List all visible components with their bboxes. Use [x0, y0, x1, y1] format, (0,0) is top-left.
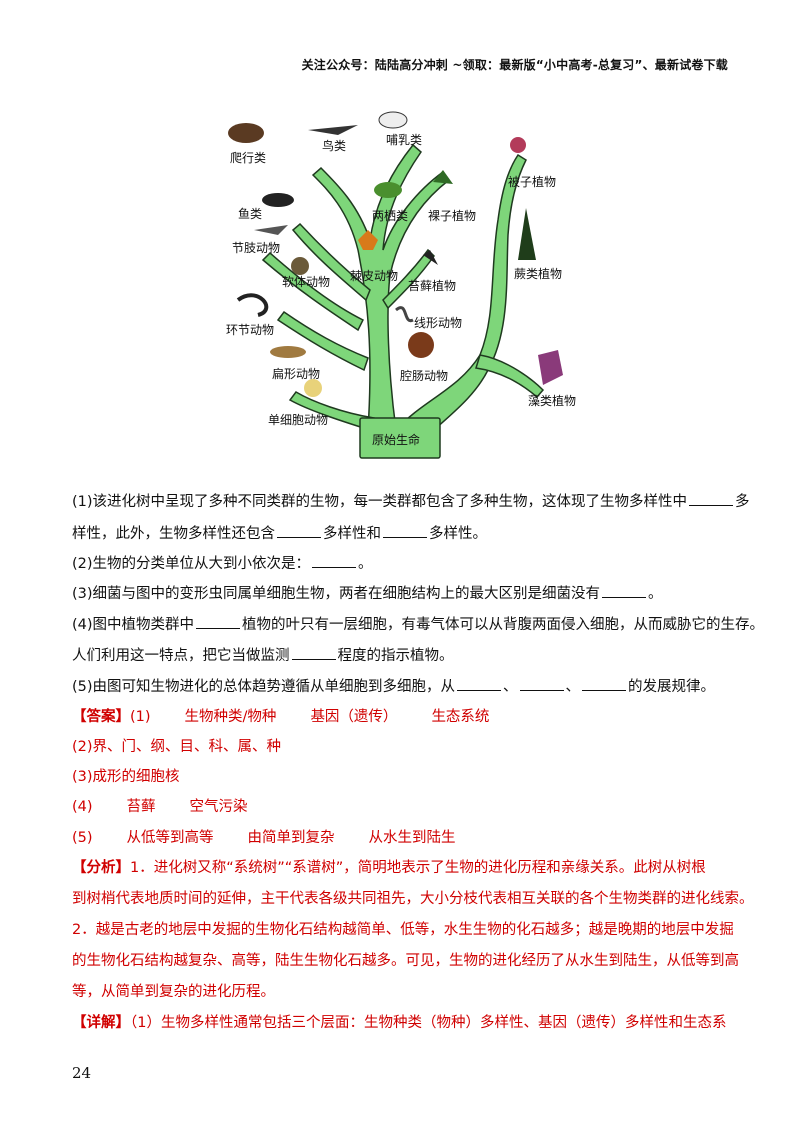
analysis-line-5: 等，从简单到复杂的进化历程。 [72, 984, 275, 1000]
label-echinoderm: 棘皮动物 [350, 269, 398, 283]
question-4-line-2: 人们利用这一特点，把它当做监测 程度的指示植物。 [72, 646, 454, 666]
question-1-line-1: (1)该进化树中呈现了多种不同类群的生物，每一类群都包含了多种生物，这体现了生物… [72, 492, 750, 512]
blank-3 [602, 584, 647, 598]
label-coelenterate: 腔肠动物 [400, 368, 448, 383]
evolution-tree-figure: 爬行类 鸟类 哺乳类 被子植物 鱼类 两栖类 裸子植物 节肢动物 棘皮动物 蕨类… [218, 100, 588, 462]
analysis-line-3: 2．越是古老的地层中发掘的生物化石结构越简单、低等，水生生物的化石越多；越是晚期… [72, 922, 734, 938]
answer-tag: 【答案】 [72, 709, 130, 725]
label-reptile: 爬行类 [230, 151, 266, 165]
blank-1b [277, 524, 321, 538]
answer-5-item-3: 从水生到陆生 [368, 830, 456, 846]
analysis-tag: 【分析】 [72, 860, 130, 876]
question-4-text-d: 程度的指示植物。 [337, 648, 454, 664]
question-5-sep-2: 、 [565, 679, 581, 695]
blank-4a [196, 615, 241, 629]
label-angiosperm: 被子植物 [508, 174, 556, 189]
blank-1c [383, 524, 427, 538]
label-annelid: 环节动物 [226, 323, 274, 337]
answer-4-num: (4) [72, 799, 93, 815]
blank-5b [519, 677, 564, 691]
answer-1-num: (1) [130, 709, 151, 725]
answer-5: (5) 从低等到高等 由简单到复杂 从水生到陆生 [72, 828, 456, 848]
detail-tag: 【详解】 [72, 1015, 130, 1031]
answer-1-item-3: 生态系统 [431, 709, 490, 725]
label-amphibian: 两栖类 [372, 208, 408, 223]
page-number: 24 [72, 1064, 92, 1082]
blank-2 [312, 554, 357, 568]
answer-1-item-1: 生物种类/物种 [184, 709, 277, 725]
label-mammal: 哺乳类 [386, 133, 422, 147]
question-1-text-c: 样性，此外，生物多样性还包含 [72, 526, 275, 542]
analysis-text-1: 1．进化树又称“系统树”“系谱树”，简明地表示了生物的进化历程和亲缘关系。此树从… [130, 860, 706, 876]
blank-1a [689, 492, 734, 506]
label-algae: 藻类植物 [528, 393, 576, 408]
label-fern: 蕨类植物 [514, 266, 562, 281]
question-3-end: 。 [648, 586, 663, 602]
question-5-sep-1: 、 [503, 679, 518, 695]
question-4-text-b: 植物的叶只有一层细胞，有毒气体可以从背腹两面侵入细胞，从而威胁它的生存。 [242, 617, 765, 633]
question-2-end: 。 [358, 556, 373, 572]
question-3: (3)细菌与图中的变形虫同属单细胞生物，两者在细胞结构上的最大区别是细菌没有 。 [72, 584, 663, 604]
analysis-line-1: 【分析】1．进化树又称“系统树”“系谱树”，简明地表示了生物的进化历程和亲缘关系… [72, 858, 706, 878]
label-mollusk: 软体动物 [282, 275, 330, 289]
label-protozoa: 单细胞动物 [268, 413, 328, 427]
question-4-line-1: (4)图中植物类群中 植物的叶只有一层细胞，有毒气体可以从背腹两面侵入细胞，从而威… [72, 615, 764, 635]
evolution-tree-image: 爬行类 鸟类 哺乳类 被子植物 鱼类 两栖类 裸子植物 节肢动物 棘皮动物 蕨类… [226, 111, 576, 459]
answer-1: 【答案】(1) 生物种类/物种 基因（遗传） 生态系统 [72, 707, 489, 727]
blank-5a [457, 677, 502, 691]
question-5: (5)由图可知生物进化的总体趋势遵循从单细胞到多细胞，从 、 、 的发展规律。 [72, 677, 715, 697]
organism-icons [228, 111, 563, 397]
detail-line-1: 【详解】（1）生物多样性通常包括三个层面：生物种类（物种）多样性、基因（遗传）多… [72, 1013, 726, 1033]
question-4-text-a: (4)图中植物类群中 [72, 617, 195, 633]
page-header: 关注公众号：陆陆高分冲刺 ~领取：最新版“小中高考-总复习”、最新试卷下载 [301, 58, 728, 72]
answer-4-item-2: 空气污染 [189, 799, 248, 815]
answer-3: (3)成形的细胞核 [72, 769, 180, 785]
answer-4-item-1: 苔藓 [126, 799, 156, 815]
label-origin-of-life: 原始生命 [372, 432, 420, 447]
question-1-text-e: 多样性。 [429, 526, 487, 542]
question-1-text-d: 多样性和 [323, 526, 381, 542]
detail-text-1: （1）生物多样性通常包括三个层面：生物种类（物种）多样性、基因（遗传）多样性和生… [130, 1015, 727, 1031]
question-3-text: (3)细菌与图中的变形虫同属单细胞生物，两者在细胞结构上的最大区别是细菌没有 [72, 586, 601, 602]
answer-5-item-2: 由简单到复杂 [247, 830, 335, 846]
answer-4: (4) 苔藓 空气污染 [72, 797, 248, 817]
question-2: (2)生物的分类单位从大到小依次是： 。 [72, 554, 373, 574]
analysis-line-4: 的生物化石结构越复杂、高等，陆生生物化石越多。可见，生物的进化经历了从水生到陆生… [72, 953, 739, 969]
answer-5-item-1: 从低等到高等 [126, 830, 214, 846]
label-moss: 苔藓植物 [408, 278, 456, 293]
answer-5-num: (5) [72, 830, 93, 846]
question-4-text-c: 人们利用这一特点，把它当做监测 [72, 648, 290, 664]
analysis-line-2: 到树梢代表地质时间的延伸，主干代表各级共同祖先，大小分枝代表相互关联的各个生物类… [72, 891, 754, 907]
answer-1-item-2: 基因（遗传） [310, 709, 398, 725]
label-bird: 鸟类 [322, 138, 346, 153]
question-5-text-b: 的发展规律。 [628, 679, 716, 695]
question-1-text-b: 多 [735, 494, 750, 510]
label-gymnosperm: 裸子植物 [428, 208, 476, 223]
question-5-text-a: (5)由图可知生物进化的总体趋势遵循从单细胞到多细胞，从 [72, 679, 456, 695]
label-flatworm: 扁形动物 [272, 367, 320, 381]
question-1-line-2: 样性，此外，生物多样性还包含 多样性和 多样性。 [72, 524, 487, 544]
label-nematode: 线形动物 [414, 316, 462, 330]
label-fish: 鱼类 [238, 207, 262, 221]
question-2-text: (2)生物的分类单位从大到小依次是： [72, 556, 311, 572]
blank-4b [291, 646, 336, 660]
answer-2: (2)界、门、纲、目、科、属、种 [72, 739, 282, 755]
question-1-text-a: (1)该进化树中呈现了多种不同类群的生物，每一类群都包含了多种生物，这体现了生物… [72, 494, 688, 510]
label-arthropod: 节肢动物 [232, 240, 280, 255]
blank-5c [582, 677, 627, 691]
